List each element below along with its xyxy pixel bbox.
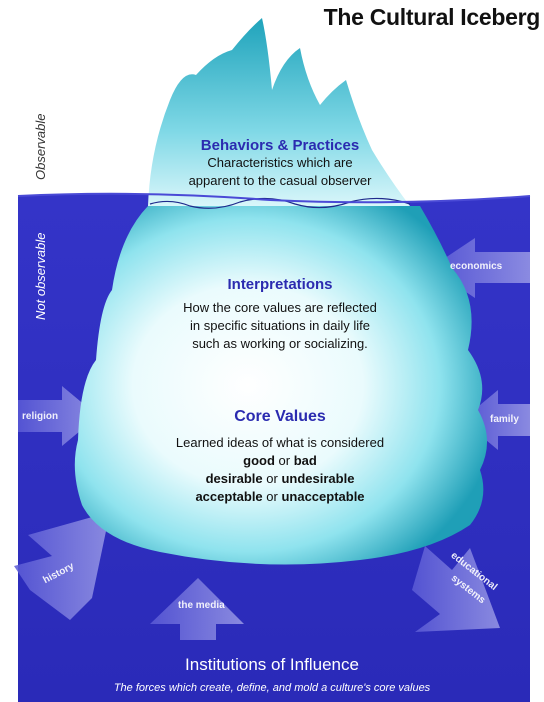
behaviors-heading: Behaviors & Practices — [200, 137, 360, 154]
iceberg-submerged — [74, 206, 488, 565]
interpretations-heading: Interpretations — [227, 276, 333, 293]
behaviors-line-2: apparent to the casual observer — [188, 173, 372, 188]
core-values-block: Core Values Learned ideas of what is con… — [120, 408, 440, 506]
influence-family: family — [490, 414, 519, 425]
influence-the-media: the media — [178, 600, 225, 611]
interpretations-line-1: How the core values are reflected — [183, 300, 377, 315]
arrow-family — [462, 390, 530, 450]
arrow-the-media — [150, 578, 244, 640]
core-values-pair-2: desirable or undesirable — [205, 471, 355, 486]
interpretations-line-3: such as working or socializing. — [192, 336, 368, 351]
arrow-history — [14, 512, 110, 620]
water-edge — [17, 192, 531, 204]
core-values-pair-1: good or bad — [243, 453, 317, 468]
page-title: The Cultural Iceberg — [323, 4, 541, 30]
footer-title: Institutions of Influence — [185, 655, 359, 674]
arrow-religion — [18, 386, 98, 446]
behaviors-line-1: Characteristics which are — [207, 155, 353, 170]
core-values-intro: Learned ideas of what is considered — [175, 435, 385, 450]
behaviors-block: Behaviors & Practices Characteristics wh… — [130, 137, 430, 190]
footer-subtitle: The forces which create, define, and mol… — [113, 682, 431, 694]
not-observable-label: Not observable — [33, 232, 48, 320]
waterline — [149, 197, 411, 209]
interpretations-line-2: in specific situations in daily life — [190, 318, 370, 333]
iceberg-tip — [148, 18, 410, 206]
influence-economics: economics — [450, 261, 503, 272]
arrow-educational-systems — [412, 546, 500, 632]
core-values-heading: Core Values — [234, 408, 326, 425]
observable-label: Observable — [33, 113, 48, 180]
core-values-pair-3: acceptable or unacceptable — [195, 489, 365, 504]
interpretations-block: Interpretations How the core values are … — [130, 276, 430, 353]
influence-religion: religion — [22, 411, 59, 422]
